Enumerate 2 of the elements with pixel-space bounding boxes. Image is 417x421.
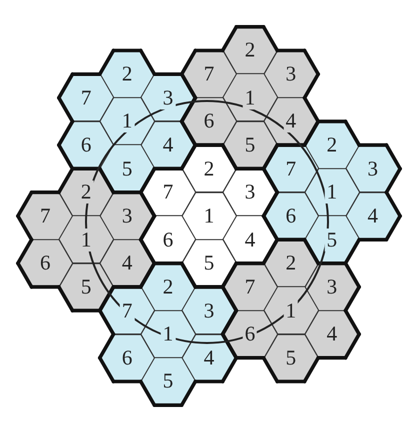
cell-number: 5: [324, 228, 340, 252]
cell-number: 2: [78, 180, 94, 204]
